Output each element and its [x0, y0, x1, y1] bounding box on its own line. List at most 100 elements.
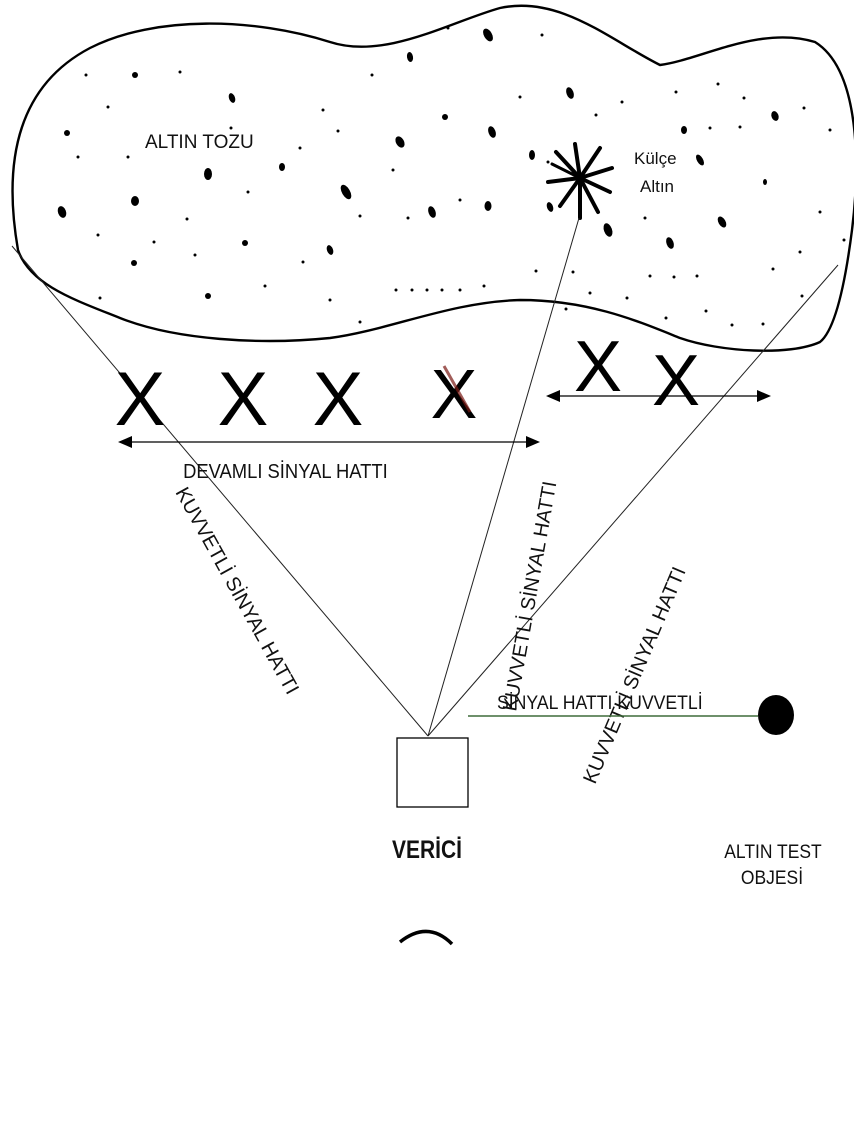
nugget-label-line1: Külçe [634, 149, 677, 168]
gold-dust-speck [529, 150, 535, 160]
gold-dust-speck [665, 317, 668, 320]
gold-dust-speck [127, 156, 130, 159]
transmitter-box [397, 738, 468, 807]
gold-dust-speck [279, 163, 285, 171]
gold-dust-label: ALTIN TOZU [145, 132, 254, 153]
gold-dust-speck [483, 285, 486, 288]
gold-dust-speck [407, 217, 410, 220]
gold-dust-speck [411, 289, 414, 292]
gold-dust-speck [426, 289, 429, 292]
gold-dust-speck [359, 215, 362, 218]
gold-dust-speck [739, 126, 742, 129]
gold-dust-speck [589, 292, 592, 295]
angle-arc [400, 931, 452, 944]
gold-dust-speck [302, 261, 305, 264]
gold-dust-speck [329, 299, 332, 302]
x-markers: X X X X X X [115, 327, 700, 442]
gold-dust-speck [545, 201, 554, 212]
gold-dust-speck [803, 107, 806, 110]
gold-dust-speck [427, 205, 438, 219]
x-marker: X [652, 341, 700, 421]
gold-dust-speck [705, 310, 708, 313]
gold-dust-speck [801, 295, 804, 298]
gold-dust-speck [694, 153, 705, 166]
gold-test-object-icon [758, 695, 794, 735]
gold-dust-speck [204, 168, 212, 180]
gold-dust-speck [395, 289, 398, 292]
strong-signal-line-left [12, 246, 428, 736]
gold-dust-speck [85, 74, 88, 77]
gold-dust-speck [717, 83, 720, 86]
gold-dust-speck [131, 196, 139, 206]
gold-dust-speck [459, 289, 462, 292]
gold-dust-speck [716, 215, 728, 229]
gold-dust-speck [131, 260, 137, 266]
gold-dust-speck [447, 27, 450, 30]
gold-dust-speck [264, 285, 267, 288]
strong-signal-left-label: KUVVETLİ SİNYAL HATTI [171, 483, 304, 698]
gold-dust-speck [519, 96, 522, 99]
gold-dust-specks [56, 27, 845, 327]
nugget-label-line2: Altın [640, 177, 674, 196]
gold-dust-speck [299, 147, 302, 150]
gold-dust-speck [359, 321, 362, 324]
x-marker: X [313, 357, 364, 442]
gold-dust-speck [194, 254, 197, 257]
gold-dust-speck [441, 289, 444, 292]
gold-dust-speck [107, 106, 110, 109]
gold-dust-speck [485, 201, 492, 211]
gold-dust-speck [230, 127, 233, 130]
gold-dust-speck [56, 205, 68, 219]
gold-dust-speck [595, 114, 598, 117]
gold-dust-speck [339, 183, 354, 201]
gold-dust-speck [770, 110, 780, 122]
gold-dust-speck [572, 271, 575, 274]
gold-dust-speck [829, 129, 832, 132]
gold-nugget-icon [548, 144, 612, 218]
gold-dust-speck [64, 130, 70, 136]
gold-dust-speck [644, 217, 647, 220]
test-object-label-line1: ALTIN TEST [724, 840, 821, 862]
gold-dust-speck [681, 126, 687, 134]
strong-signal-line-middle [428, 218, 579, 736]
gold-dust-speck [205, 293, 211, 299]
gold-dust-speck [762, 323, 765, 326]
signal-lines [12, 218, 838, 736]
transmitter-label: VERİCİ [392, 835, 462, 863]
x-marker: X [218, 357, 269, 442]
x-marker: X [574, 327, 622, 407]
gold-dust-speck [772, 268, 775, 271]
gold-dust-speck [487, 125, 498, 139]
gold-dust-speck [675, 91, 678, 94]
test-object-label-line2: OBJESİ [741, 866, 803, 888]
gold-dust-speck [247, 191, 250, 194]
gold-dust-speck [97, 234, 100, 237]
gold-dust-speck [673, 276, 676, 279]
gold-dust-speck [394, 135, 407, 149]
gold-dust-speck [843, 239, 846, 242]
gold-dust-speck [322, 109, 325, 112]
gold-dust-speck [242, 240, 248, 246]
gold-dust-speck [132, 72, 138, 78]
gold-dust-speck [325, 244, 334, 255]
gold-dust-speck [371, 74, 374, 77]
signal-strong-label: SİNYAL HATTI KUVVETLİ [497, 691, 703, 713]
gold-dust-speck [442, 114, 448, 120]
gold-dust-speck [541, 34, 544, 37]
gold-dust-speck [227, 92, 236, 103]
gold-dust-speck [696, 275, 699, 278]
gold-dust-speck [819, 211, 822, 214]
gold-dust-speck [565, 308, 568, 311]
continuous-signal-label: DEVAMLI SİNYAL HATTI [183, 461, 388, 483]
gold-dust-speck [649, 275, 652, 278]
gold-dust-speck [665, 236, 676, 250]
gold-dust-speck [186, 218, 189, 221]
gold-dust-speck [77, 156, 80, 159]
gold-dust-speck [392, 169, 395, 172]
gold-dust-speck [709, 127, 712, 130]
gold-dust-speck [406, 52, 414, 63]
gold-dust-speck [547, 161, 550, 164]
gold-dust-speck [337, 130, 340, 133]
gold-dust-speck [621, 101, 624, 104]
